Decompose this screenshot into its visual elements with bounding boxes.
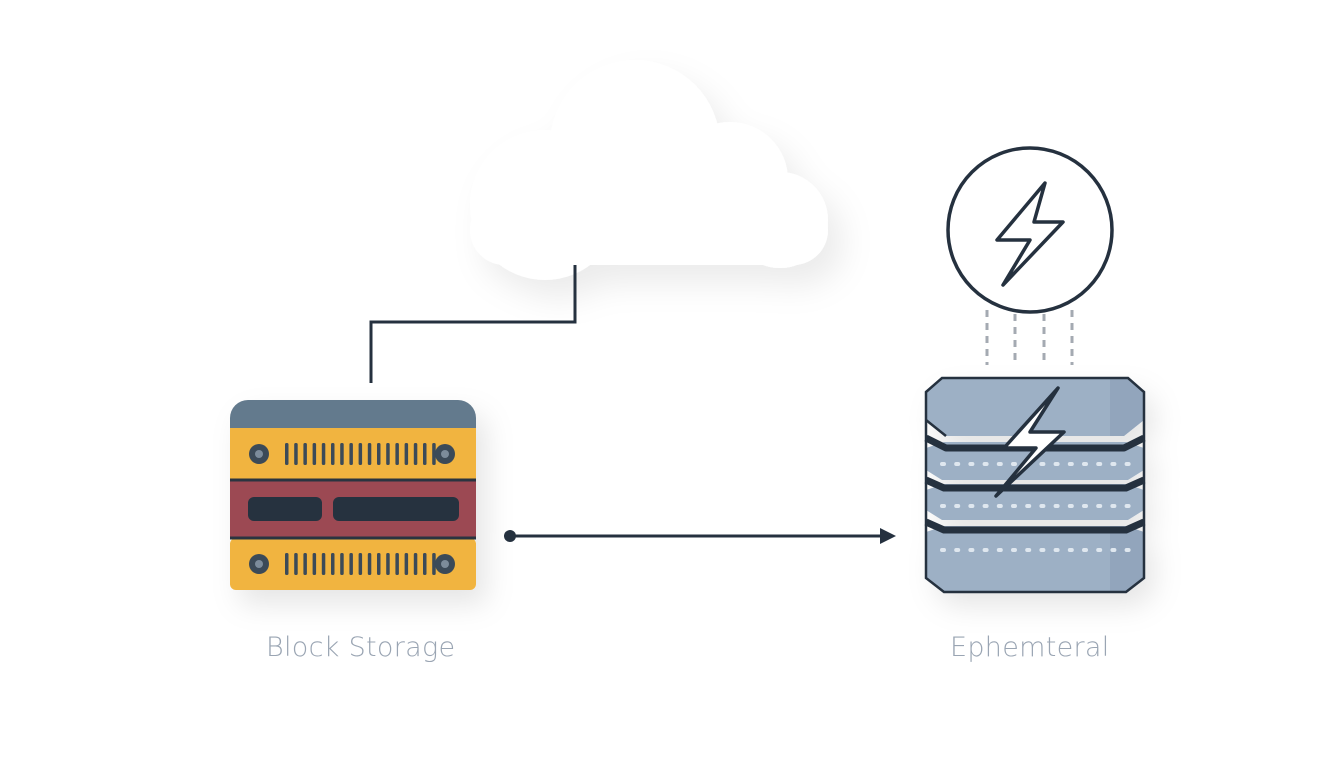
- disk-dot: [1082, 462, 1088, 466]
- disk-dot: [1011, 504, 1017, 508]
- disk-dot: [996, 504, 1003, 508]
- rack-vents-bottom: [285, 553, 436, 575]
- vent-slot: [321, 553, 326, 575]
- disk-dot: [940, 504, 946, 508]
- cloud-icon: [470, 60, 828, 280]
- vent-slot: [404, 443, 409, 465]
- rack-vents-top: [285, 443, 436, 465]
- disk-dot: [982, 504, 989, 508]
- disk-dot: [954, 504, 961, 508]
- disk-dot: [954, 548, 961, 552]
- disk-dot: [1039, 504, 1046, 508]
- disk-dot: [1096, 548, 1103, 552]
- disk-dot: [1011, 548, 1017, 552]
- vent-slot: [349, 443, 353, 465]
- ephemeral-label: Ephemteral: [950, 632, 1110, 663]
- disk-dot: [1124, 504, 1131, 508]
- vent-slot: [413, 443, 418, 465]
- cloud-to-block-connector: [369, 265, 577, 383]
- disk-dot: [996, 548, 1003, 552]
- disk-dot: [1124, 462, 1131, 466]
- vent-slot: [432, 443, 436, 465]
- vent-slot: [367, 443, 372, 465]
- block-to-ephemeral-arrow: [504, 528, 896, 544]
- vent-slot: [303, 553, 307, 575]
- disk-dot: [954, 462, 961, 466]
- vent-slot: [423, 443, 427, 465]
- vent-slot: [413, 553, 418, 575]
- lightning-bolt-icon: [946, 146, 1114, 314]
- disk-dot: [1053, 548, 1060, 552]
- disk-dot: [1110, 462, 1117, 466]
- disk-dot: [1039, 462, 1046, 466]
- database-stack-icon: [924, 376, 1146, 594]
- signal-lines: [985, 310, 1074, 365]
- vent-slot: [358, 443, 363, 465]
- vent-slot: [386, 443, 390, 465]
- disk-dot: [1025, 504, 1032, 508]
- vent-slot: [377, 553, 381, 575]
- disk-dot: [1124, 548, 1131, 552]
- disk-dot: [1067, 548, 1074, 552]
- disk-dot: [1082, 548, 1088, 552]
- vent-slot: [404, 553, 409, 575]
- disk-dot: [1096, 462, 1103, 466]
- disk-dot: [1053, 462, 1060, 466]
- disk-dot: [996, 462, 1003, 466]
- disk-dot: [1096, 504, 1103, 508]
- disk-dot: [1067, 504, 1074, 508]
- vent-slot: [331, 553, 335, 575]
- vent-slot: [395, 443, 399, 465]
- disk-dot: [1025, 548, 1032, 552]
- disk-dot: [982, 462, 989, 466]
- vent-slot: [331, 443, 335, 465]
- disk-dot: [1067, 462, 1074, 466]
- vent-slot: [423, 553, 427, 575]
- vent-slot: [285, 553, 289, 575]
- vent-slot: [395, 553, 399, 575]
- disk-dot: [968, 504, 975, 508]
- vent-slot: [367, 553, 372, 575]
- vent-slot: [377, 443, 381, 465]
- disk-dot: [1053, 504, 1060, 508]
- disk-dot: [968, 462, 975, 466]
- disk-indicator-dots: [940, 462, 1131, 552]
- disk-dot: [1110, 548, 1117, 552]
- vent-slot: [432, 553, 436, 575]
- vent-slot: [312, 553, 317, 575]
- vent-slot: [294, 443, 298, 465]
- disk-dot: [1082, 504, 1088, 508]
- block-storage-label: Block Storage: [266, 632, 456, 663]
- disk-dot: [1110, 504, 1117, 508]
- disk-dot: [1011, 462, 1017, 466]
- vent-slot: [294, 553, 298, 575]
- vent-slot: [358, 553, 363, 575]
- vent-slot: [340, 553, 344, 575]
- server-rack-icon: [230, 400, 476, 590]
- disk-dot: [940, 548, 946, 552]
- vent-slot: [321, 443, 326, 465]
- vent-slot: [386, 553, 390, 575]
- vent-slot: [285, 443, 289, 465]
- vent-slot: [349, 553, 353, 575]
- disk-dot: [968, 548, 975, 552]
- vent-slot: [340, 443, 344, 465]
- disk-dot: [1039, 548, 1046, 552]
- vent-slot: [312, 443, 317, 465]
- vent-slot: [303, 443, 307, 465]
- disk-dot: [982, 548, 989, 552]
- disk-dot: [940, 462, 946, 466]
